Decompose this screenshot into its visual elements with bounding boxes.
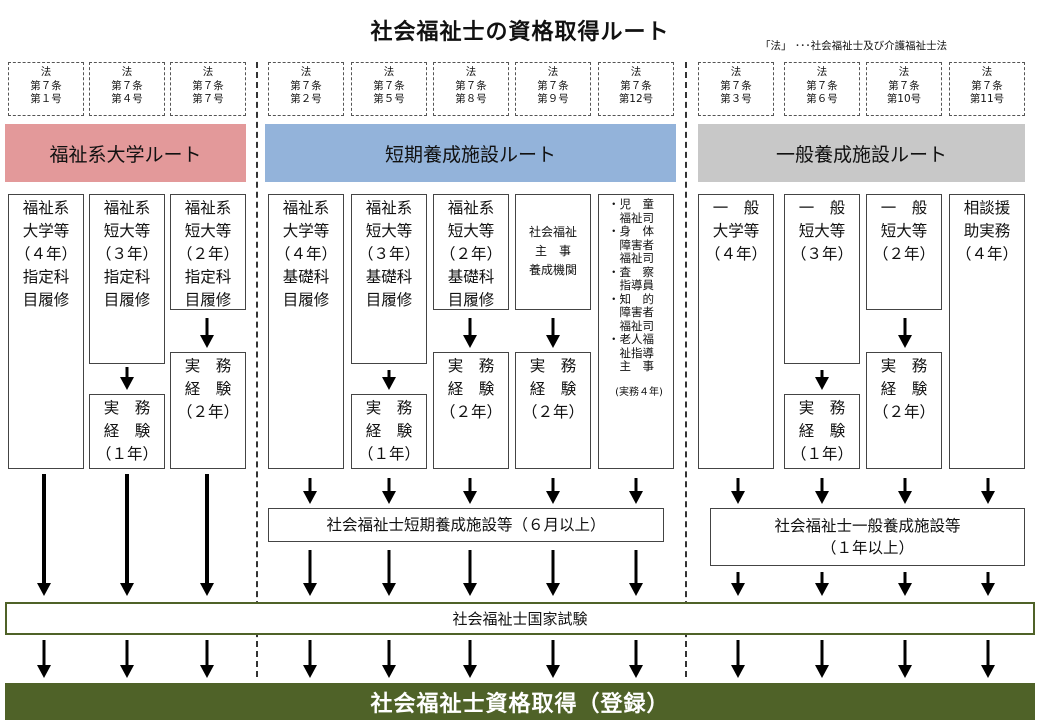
flow-arrow-head — [546, 583, 560, 596]
flow-arrow-head — [898, 335, 912, 348]
law-code-text: 法第７条第５号 — [373, 66, 405, 105]
officials-list: ・児 童 福祉司・身 体 障害者 福祉司・査 察 指導員・知 的 障害者 福祉司… — [608, 197, 654, 373]
flow-arrow-head — [815, 491, 829, 504]
law-code-text: 法第７条第２号 — [290, 66, 322, 105]
law-code-text: 法第７条第11号 — [969, 66, 1005, 105]
flow-arrow-head — [815, 665, 829, 678]
qualification-registration-bar: 社会福祉士資格取得（登録） — [5, 683, 1035, 720]
flow-arrow-head — [120, 665, 134, 678]
law-code-text: 法第７条第10号 — [886, 66, 922, 105]
law-code-box: 法第７条第２号 — [268, 62, 344, 116]
flow-arrow-head — [303, 665, 317, 678]
section-divider — [256, 62, 258, 677]
practice-experience-box: 実 務経 験（２年） — [866, 352, 942, 469]
section-divider — [685, 62, 687, 677]
law-code-text: 法第７条第８号 — [455, 66, 487, 105]
flow-arrow-head — [898, 665, 912, 678]
flow-arrow-head — [981, 665, 995, 678]
education-box: 福祉系大学等（４年）指定科目履修 — [8, 194, 84, 469]
flow-arrow-head — [815, 377, 829, 390]
education-box-officials: ・児 童 福祉司・身 体 障害者 福祉司・査 察 指導員・知 的 障害者 福祉司… — [598, 194, 674, 469]
flow-arrow-head — [731, 491, 745, 504]
flow-arrow-head — [382, 583, 396, 596]
education-box: 福祉系短大等（２年）基礎科目履修 — [433, 194, 509, 310]
law-code-box: 法第７条第６号 — [784, 62, 860, 116]
law-code-box: 法第７条第10号 — [866, 62, 942, 116]
flow-arrow-head — [981, 583, 995, 596]
flow-arrow-head — [629, 665, 643, 678]
flow-arrow-head — [463, 491, 477, 504]
short-course-facility-text: 社会福祉士短期養成施設等（６月以上） — [326, 516, 606, 534]
law-code-box: 法第７条第３号 — [698, 62, 774, 116]
route-header-short-course: 短期養成施設ルート — [265, 124, 676, 182]
law-code-text: 法第７条第７号 — [192, 66, 224, 105]
flow-arrow-head — [382, 491, 396, 504]
law-code-box: 法第７条第11号 — [949, 62, 1025, 116]
flow-arrow-head — [382, 665, 396, 678]
education-box: 福祉系短大等（３年）指定科目履修 — [89, 194, 165, 364]
flow-arrow-head — [629, 491, 643, 504]
education-box: 一 般短大等（３年） — [784, 194, 860, 364]
flow-arrow-head — [200, 665, 214, 678]
education-box: 一 般大学等（４年） — [698, 194, 774, 469]
education-box: 社会福祉主 事養成機関 — [515, 194, 591, 310]
short-course-facility-box: 社会福祉士短期養成施設等（６月以上） — [268, 508, 664, 542]
practice-experience-box: 実 務経 験（２年） — [515, 352, 591, 469]
law-code-text: 法第７条第12号 — [618, 66, 654, 105]
law-code-box: 法第７条第１号 — [8, 62, 84, 116]
flow-arrow-head — [120, 583, 134, 596]
law-code-text: 法第７条第１号 — [30, 66, 62, 105]
legend-note: 「法」 ･･･社会福祉士及び介護福祉士法 — [760, 40, 948, 52]
flow-arrow-head — [303, 583, 317, 596]
flow-arrow-head — [546, 665, 560, 678]
law-code-box: 法第７条第４号 — [89, 62, 165, 116]
practice-experience-box: 実 務経 験（１年） — [784, 394, 860, 469]
practice-experience-box: 実 務経 験（１年） — [351, 394, 427, 469]
officials-practice-note: (実務４年) — [615, 386, 663, 398]
law-code-box: 法第７条第８号 — [433, 62, 509, 116]
route-header-welfare-university: 福祉系大学ルート — [5, 124, 246, 182]
law-code-box: 法第７条第12号 — [598, 62, 674, 116]
national-exam-bar: 社会福祉士国家試験 — [5, 602, 1035, 635]
law-code-text: 法第７条第４号 — [111, 66, 143, 105]
practice-experience-box: 実 務経 験（２年） — [170, 352, 246, 469]
law-code-box: 法第７条第５号 — [351, 62, 427, 116]
general-course-facility-text: 社会福祉士一般養成施設等（１年以上） — [774, 517, 961, 557]
flow-arrow-head — [37, 665, 51, 678]
flow-arrow-head — [200, 583, 214, 596]
route-header-general-course: 一般養成施設ルート — [698, 124, 1025, 182]
education-box: 一 般短大等（２年） — [866, 194, 942, 310]
flow-arrow-head — [981, 491, 995, 504]
practice-experience-box: 実 務経 験（１年） — [89, 394, 165, 469]
flow-arrow-head — [815, 583, 829, 596]
page-title: 社会福祉士の資格取得ルート — [370, 20, 670, 45]
education-box: 福祉系大学等（４年）基礎科目履修 — [268, 194, 344, 469]
law-code-text: 法第７条第９号 — [537, 66, 569, 105]
flow-arrow-head — [463, 335, 477, 348]
flow-arrow-head — [546, 335, 560, 348]
flow-arrow-head — [463, 583, 477, 596]
flow-arrow-head — [303, 491, 317, 504]
flow-arrow-head — [463, 665, 477, 678]
law-code-box: 法第７条第９号 — [515, 62, 591, 116]
flow-arrow-head — [629, 583, 643, 596]
flow-arrow-head — [731, 665, 745, 678]
flow-arrow-head — [382, 377, 396, 390]
education-box: 福祉系短大等（２年）指定科目履修 — [170, 194, 246, 310]
flow-arrow-head — [37, 583, 51, 596]
law-code-text: 法第７条第３号 — [720, 66, 752, 105]
law-code-text: 法第７条第６号 — [806, 66, 838, 105]
flow-arrow-head — [200, 335, 214, 348]
flow-arrow-head — [546, 491, 560, 504]
law-code-box: 法第７条第７号 — [170, 62, 246, 116]
flow-arrow-head — [731, 583, 745, 596]
practice-experience-box: 実 務経 験（２年） — [433, 352, 509, 469]
general-course-facility-box: 社会福祉士一般養成施設等（１年以上） — [710, 508, 1025, 566]
education-box: 福祉系短大等（３年）基礎科目履修 — [351, 194, 427, 364]
education-box: 相談援助実務（４年） — [949, 194, 1025, 469]
flow-arrow-head — [898, 583, 912, 596]
flow-arrow-head — [898, 491, 912, 504]
flow-arrow-head — [120, 377, 134, 390]
